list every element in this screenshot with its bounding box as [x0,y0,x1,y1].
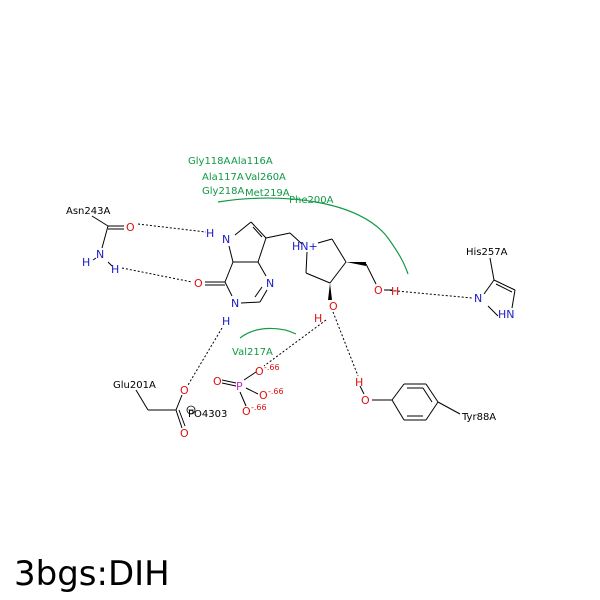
bond [259,289,268,303]
bond [221,382,237,387]
charge-minus-icon [186,405,196,415]
bond [391,383,405,401]
bond [221,379,237,384]
atom-O-carbonyl: O [194,277,203,290]
bond [437,401,461,415]
bond [228,245,234,263]
hydrophobic-phe200: Phe200A [289,195,334,206]
bond [239,391,247,407]
atom-O-ring-hydroxyl: O [329,300,338,313]
atom-HN-plus: HN+ [292,240,318,253]
bond [289,232,303,245]
residue-his257: His257A [466,247,508,258]
bond [359,385,365,395]
hbond [263,319,327,367]
wedge-bond [328,283,332,300]
bond [329,261,347,284]
atom-O-phosphate-1: O [213,375,222,388]
hydrophobic-gly118: Gly118A [188,156,231,167]
bond [425,401,439,421]
hbond [187,327,223,386]
bond-double [495,283,513,293]
atom-O-asn243: O [126,221,135,234]
bond [175,409,183,429]
atom-P-phosphate: P [236,380,243,393]
bond [493,279,516,291]
atom-O-phosphate-2: O [255,365,264,378]
bond-double [252,226,263,238]
residue-po4303: PO4303 [188,409,227,420]
atom-O-phosphate-4: O [242,405,251,418]
bond [487,305,499,317]
bond [178,409,186,427]
bond [107,261,113,267]
hbond [137,223,207,233]
atom-H-asn243: H [82,256,90,269]
charge-phosphate-3: -.66 [268,387,284,396]
bond [305,272,331,284]
charge-phosphate-4: -.66 [251,403,267,412]
bond [92,257,97,261]
hydrophobic-arc-main [217,197,409,275]
hydrophobic-met219: Met219A [245,188,290,199]
atom-N-his257: N [474,292,482,305]
bond [305,251,308,274]
bond [331,238,347,263]
hydrophobic-gly218: Gly218A [202,186,245,197]
atom-O-glu201-2: O [180,427,189,440]
residue-tyr88: Tyr88A [461,412,496,423]
atom-H-pyrrole: H [206,227,214,240]
bond [365,263,377,285]
bond [511,289,516,309]
bond [91,215,109,227]
bond [257,237,267,263]
atom-H-tyr88: H [355,376,363,389]
atom-O-glu201-1: O [180,384,189,397]
atom-N-asn243: N [96,248,104,261]
bond [234,221,252,236]
bond-double [422,387,433,403]
residue-glu201: Glu201A [113,380,156,391]
hydrophobic-ala116: Ala116A [231,156,273,167]
bond [224,281,233,297]
wedge-bond [346,262,366,266]
bond [250,221,267,239]
residue-asn243: Asn243A [66,206,110,217]
bond [243,371,257,381]
hydrophobic-val260: Val260A [245,172,286,183]
bond [240,301,261,304]
bond [317,238,333,244]
atom-O-phosphate-3: O [259,389,268,402]
bond [265,232,291,239]
atom-H-hydroxymethyl: H [391,285,399,298]
hbond [332,311,359,377]
atom-H-asn243-2: H [111,263,119,276]
atom-N-pyrrole: N [222,233,230,246]
diagram-title: 3bgs:DIH [14,554,170,594]
charge-phosphate-2: -.66 [264,363,280,372]
hydrophobic-ala117: Ala117A [202,172,244,183]
bond [425,383,439,403]
bond-double [254,286,263,298]
bond [175,394,183,411]
hydrophobic-arc-val217 [239,327,297,339]
bond [257,261,267,277]
bond [245,387,259,395]
atom-O-hydroxymethyl: O [374,284,383,297]
hbond [121,267,193,283]
bond [101,225,109,249]
bond [483,279,495,295]
bond [391,399,405,421]
atom-HN-his257: HN [498,308,515,321]
atom-N-amide: N [231,297,239,310]
atom-H-ring-hydroxyl: H [314,312,322,325]
bond [489,257,495,281]
bond [224,261,234,283]
hydrophobic-val217: Val217A [232,347,273,358]
bond [135,389,149,411]
atom-H-amide: H [222,315,230,328]
atom-N-ring: N [266,277,274,290]
atom-O-tyr88: O [361,394,370,407]
